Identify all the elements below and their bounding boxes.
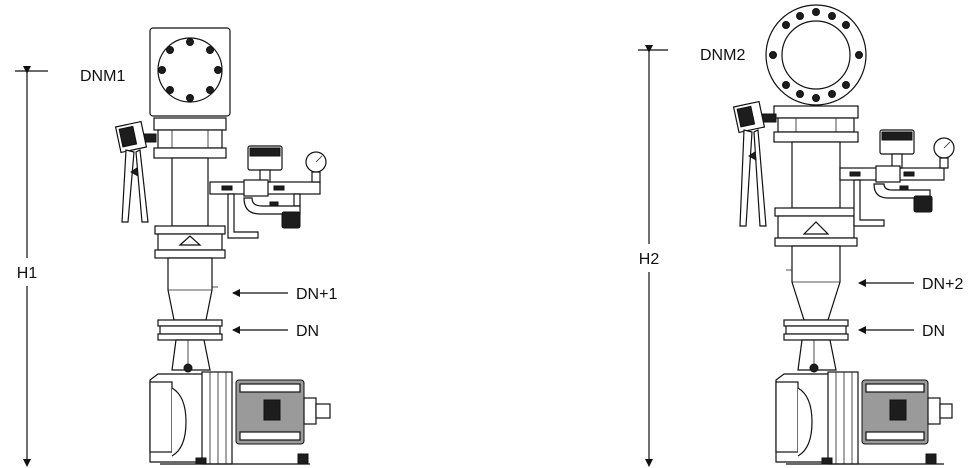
dn-label-right: DN (922, 323, 945, 340)
outlet-flange-dnm1 (149, 27, 231, 117)
riser-pipe (154, 157, 226, 259)
reducer-dn2 (786, 245, 841, 321)
riser-pipe-right (774, 141, 858, 247)
h2-label: H2 (639, 251, 660, 268)
h1-label: H1 (17, 265, 38, 282)
reducer-dn1 (167, 257, 218, 321)
dn2-label: DN+2 (922, 276, 963, 293)
butterfly-valve (114, 117, 227, 223)
outlet-flange-dnm2 (765, 4, 867, 106)
butterfly-valve-right (732, 100, 859, 227)
pump-flange-dn-right (783, 319, 849, 341)
left-assembly: H1 DNM1 (10, 27, 337, 467)
dn1-label: DN+1 (296, 286, 337, 303)
pump-flange-dn (157, 319, 223, 341)
right-assembly: H2 DNM2 (632, 4, 963, 467)
dnm2-label: DNM2 (700, 47, 745, 64)
bypass-pipework-right (839, 129, 955, 227)
dnm1-label: DNM1 (80, 68, 125, 85)
pump-motor-right (775, 339, 953, 465)
bypass-pipework (209, 145, 327, 239)
pump-motor-left (149, 339, 331, 465)
dn-label-left: DN (296, 323, 319, 340)
